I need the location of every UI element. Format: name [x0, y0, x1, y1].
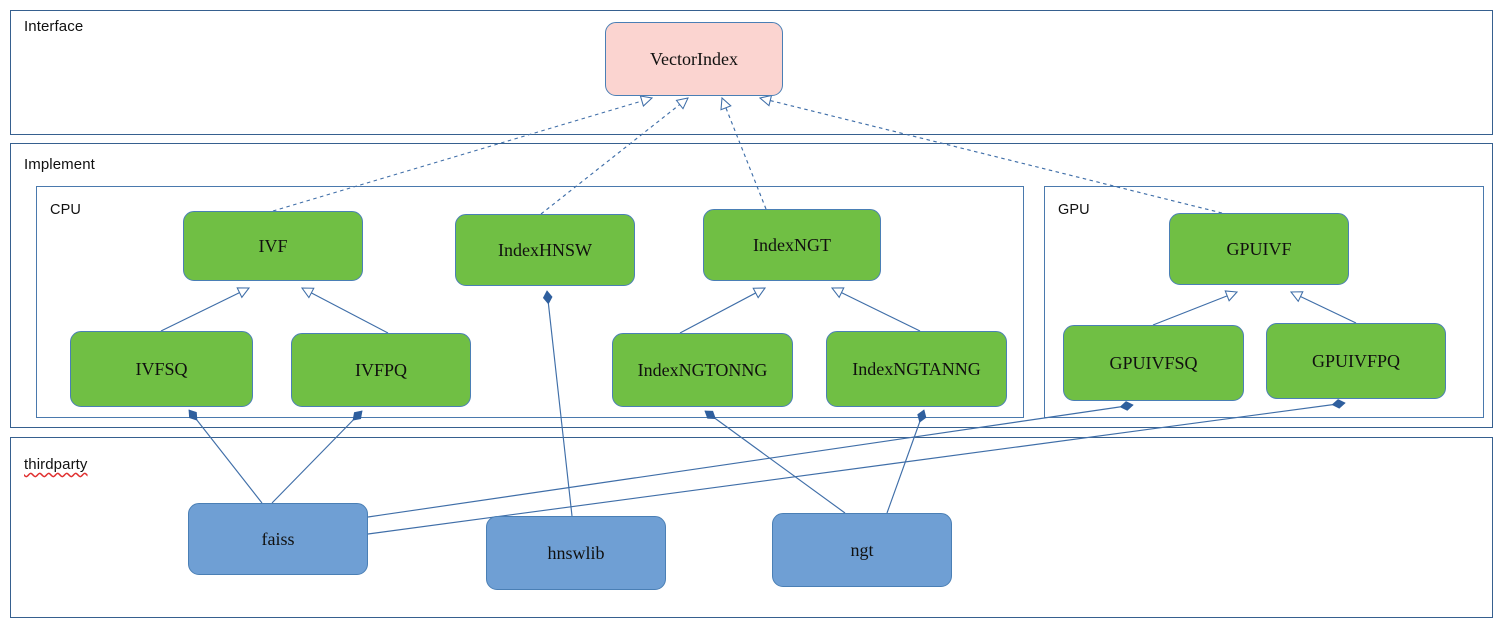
node-ngt[interactable]: ngt [772, 513, 952, 587]
node-gpuivfpq[interactable]: GPUIVFPQ [1266, 323, 1446, 399]
node-vectorindex[interactable]: VectorIndex [605, 22, 783, 96]
node-ivf[interactable]: IVF [183, 211, 363, 281]
node-ivfpq[interactable]: IVFPQ [291, 333, 471, 407]
node-gpuivf[interactable]: GPUIVF [1169, 213, 1349, 285]
node-indexhnsw[interactable]: IndexHNSW [455, 214, 635, 286]
node-indexngt[interactable]: IndexNGT [703, 209, 881, 281]
group-label-implement: Implement [24, 156, 95, 173]
node-indexngtonng[interactable]: IndexNGTONNG [612, 333, 793, 407]
node-gpuivfsq[interactable]: GPUIVFSQ [1063, 325, 1244, 401]
node-ivfsq[interactable]: IVFSQ [70, 331, 253, 407]
group-label-interface: Interface [24, 18, 84, 35]
node-hnswlib[interactable]: hnswlib [486, 516, 666, 590]
group-label-gpu: GPU [1058, 202, 1090, 218]
group-label-cpu: CPU [50, 202, 81, 218]
group-label-thirdparty: thirdparty [24, 456, 88, 473]
node-faiss[interactable]: faiss [188, 503, 368, 575]
node-indexngtanng[interactable]: IndexNGTANNG [826, 331, 1007, 407]
